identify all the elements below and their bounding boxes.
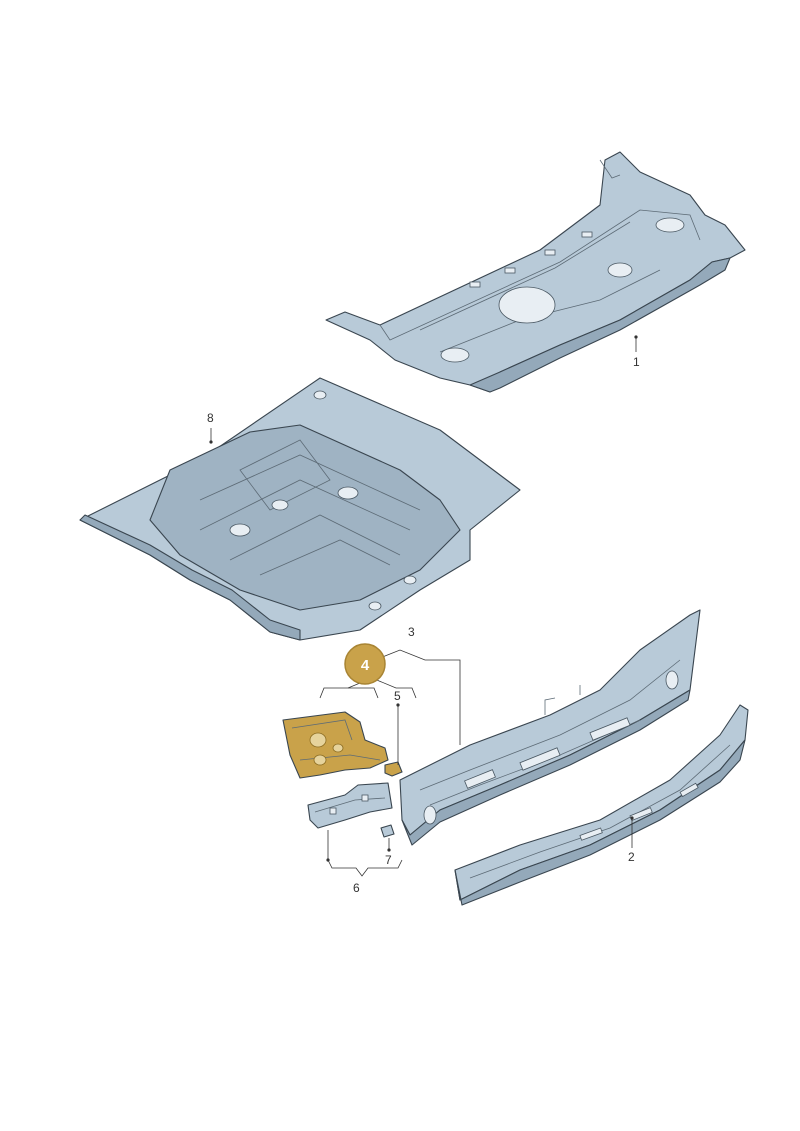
callout-2: 2 — [628, 850, 635, 864]
callout-4: 4 — [361, 657, 370, 674]
part-2-crossmember[interactable] — [454, 704, 749, 906]
callout-5: 5 — [394, 689, 401, 703]
callout-3: 3 — [408, 625, 415, 639]
part-5-clip[interactable] — [384, 761, 403, 777]
part-1-rear-shelf[interactable] — [325, 151, 746, 393]
part-4-bracket[interactable] — [282, 711, 389, 779]
callout-6: 6 — [353, 881, 360, 895]
part-3-rear-panel[interactable] — [399, 609, 701, 846]
callout-4-badge[interactable]: 4 — [344, 643, 386, 685]
callout-7: 7 — [385, 853, 392, 867]
part-6-lower-bracket[interactable] — [307, 782, 393, 829]
callout-1: 1 — [633, 355, 640, 369]
part-8-floor-pan[interactable] — [79, 377, 521, 641]
part-7-nut[interactable] — [380, 824, 395, 838]
callout-8: 8 — [207, 411, 214, 425]
